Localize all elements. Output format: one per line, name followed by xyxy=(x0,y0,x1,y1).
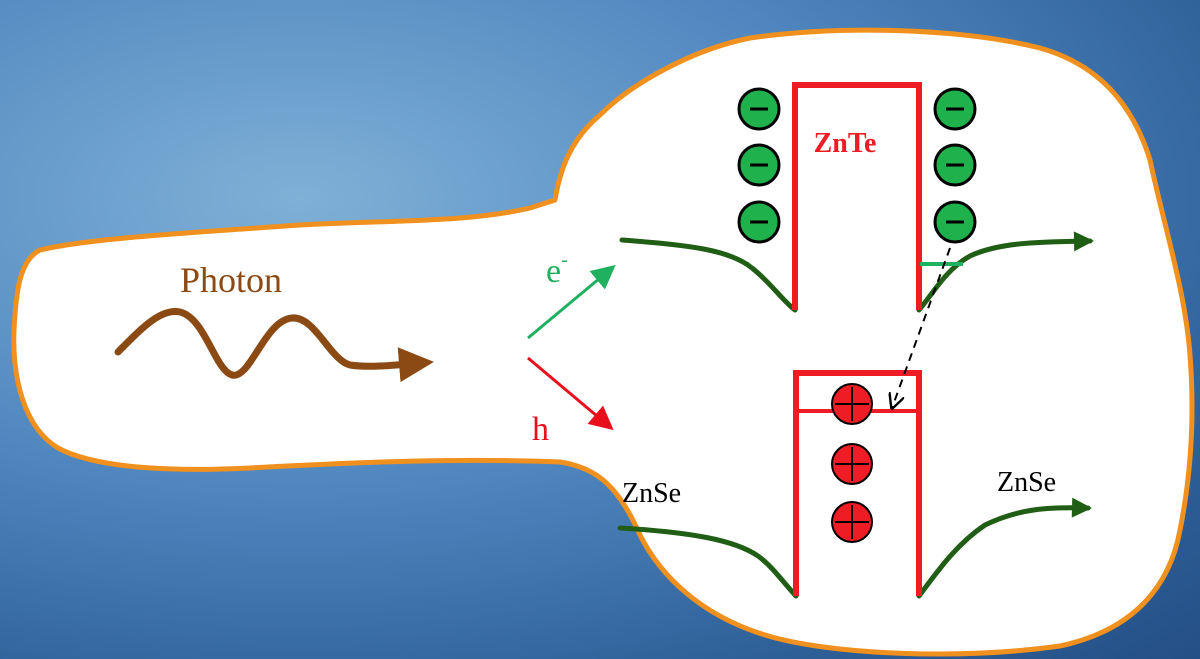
hole-arrow xyxy=(527,356,614,431)
photon-wave-arrow xyxy=(114,308,434,383)
conduction-band-left xyxy=(619,237,798,313)
electron-charge xyxy=(933,200,977,244)
electron-charge xyxy=(737,143,781,187)
hole-charge xyxy=(831,443,873,485)
electron-label-base: e xyxy=(546,253,561,290)
electron-charge xyxy=(737,200,781,244)
electron-charge xyxy=(933,87,977,131)
znte-label: ZnTe xyxy=(814,128,877,159)
hole-charge xyxy=(831,383,873,425)
electron-label: e- xyxy=(546,249,568,290)
hole-label: h xyxy=(532,411,549,448)
znte-conduction-barrier xyxy=(792,82,922,310)
valence-band-right xyxy=(916,497,1092,599)
recombination-arrow xyxy=(892,247,951,408)
electron-label-superscript: - xyxy=(561,249,568,271)
hole-charge xyxy=(831,501,873,543)
znse-left-label: ZnSe xyxy=(622,478,681,509)
electron-charge xyxy=(933,143,977,187)
valence-band-left xyxy=(617,525,799,599)
photon-label: Photon xyxy=(180,260,282,300)
electron-charge xyxy=(737,87,781,131)
znte-valence-well xyxy=(793,370,922,596)
znse-right-label: ZnSe xyxy=(997,467,1056,498)
cloud-background xyxy=(11,27,1195,657)
electron-arrow xyxy=(527,264,616,340)
